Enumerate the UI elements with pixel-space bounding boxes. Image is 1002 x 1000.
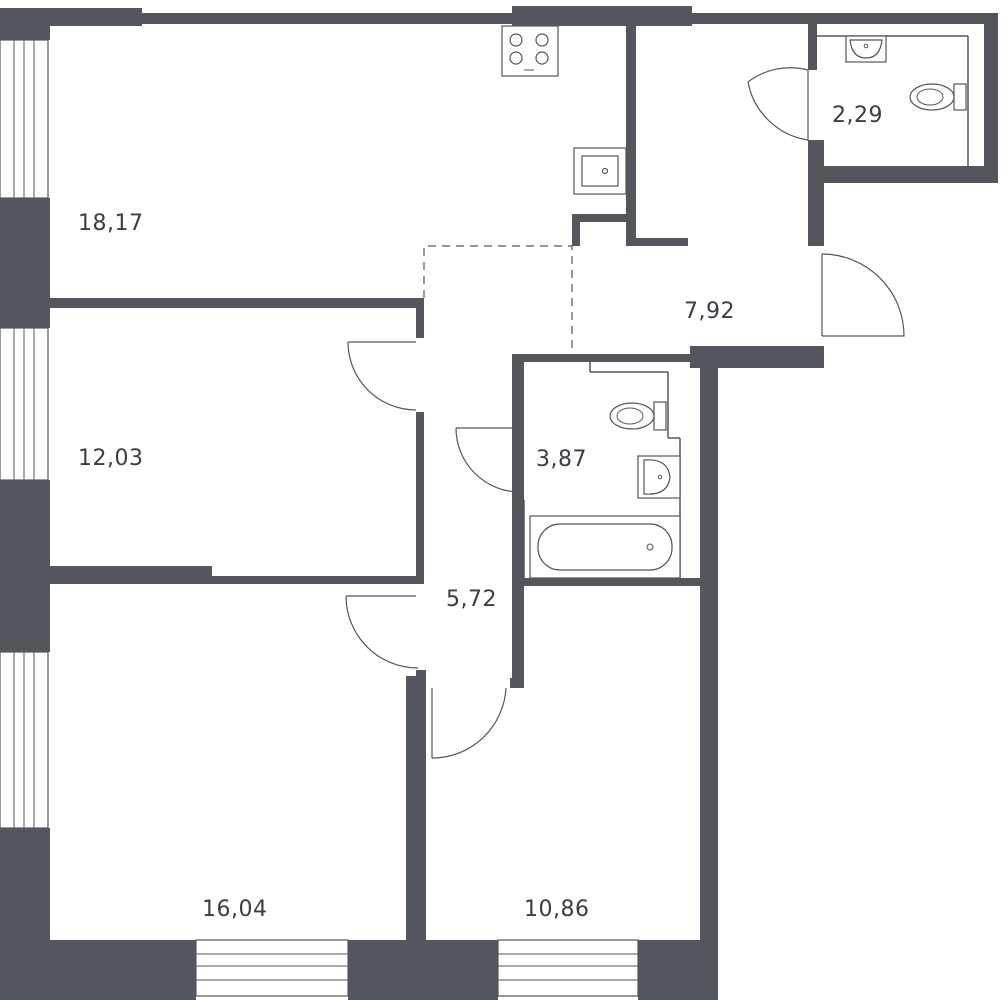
doors [345, 67, 905, 759]
window-icon [195, 939, 349, 997]
door-icon [747, 67, 809, 141]
toilet-icon [909, 83, 967, 111]
room-area-bedroom-2: 16,04 [202, 897, 267, 922]
room-area-hall: 7,92 [684, 299, 735, 324]
room-area-wc: 2,29 [832, 103, 883, 128]
toilet-icon [609, 401, 667, 431]
room-area-kitchen-living: 18,17 [78, 211, 143, 236]
door-icon [345, 595, 419, 669]
zone-divider [423, 245, 573, 354]
washbasin-icon [845, 35, 887, 63]
room-area-bedroom-3: 10,86 [524, 897, 589, 922]
door-icon [455, 427, 521, 493]
room-area-corridor: 5,72 [446, 587, 497, 612]
window-icon [0, 39, 49, 199]
door-icon [431, 687, 507, 759]
room-labels: 18,17 12,03 16,04 10,86 5,72 7,92 3,87 2… [78, 103, 883, 922]
room-area-bathroom: 3,87 [536, 447, 587, 472]
window-icon [0, 327, 49, 481]
door-icon [347, 341, 417, 411]
windows [0, 39, 639, 997]
inner-lines [523, 35, 969, 578]
window-icon [0, 651, 49, 829]
walls [0, 6, 998, 1000]
kitchen-sink-icon [573, 147, 627, 195]
washbasin-icon [637, 455, 681, 499]
stove-icon [501, 25, 559, 77]
window-icon [497, 939, 639, 997]
room-area-bedroom-1: 12,03 [78, 446, 143, 471]
door-icon [821, 253, 905, 337]
bathtub-icon [529, 515, 681, 579]
